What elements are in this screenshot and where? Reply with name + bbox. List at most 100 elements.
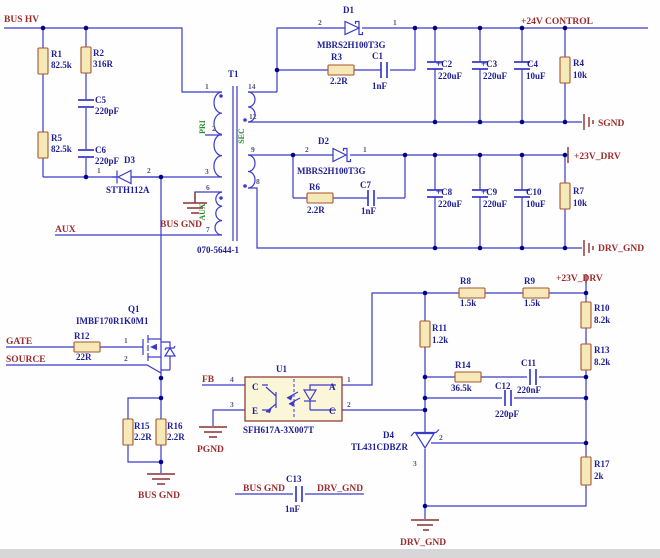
resistors — [37, 46, 592, 486]
diodes — [112, 20, 440, 450]
label-3: 3 — [205, 167, 209, 176]
label-10k: 10k — [573, 70, 587, 80]
label--23v-drv: +23V_DRV — [574, 152, 621, 162]
label-aux: AUX — [55, 225, 76, 235]
t1-phase-dot-aux — [219, 196, 223, 200]
wire-u1-pin1 — [342, 292, 425, 386]
label-6: 6 — [206, 183, 210, 192]
junction-dots — [40, 25, 589, 509]
u1-led-leads — [309, 384, 336, 411]
label--c3: +C3 — [481, 59, 498, 69]
label-1-5k: 1.5k — [460, 298, 476, 308]
label-r4: R4 — [573, 58, 584, 68]
cap-c11 — [529, 369, 537, 385]
label-gate: GATE — [6, 337, 32, 347]
label-r8: R8 — [460, 276, 471, 286]
label-2: 2 — [212, 124, 216, 133]
label-bus-gnd: BUS GND — [243, 484, 285, 494]
u1-light-arrowhead1 — [287, 395, 293, 401]
transformer-t1 — [213, 86, 256, 241]
label-r12: R12 — [74, 331, 90, 341]
t1-aux-winding — [214, 191, 223, 236]
resistor-r16 — [155, 418, 167, 446]
label-82-5k: 82.5k — [51, 60, 72, 70]
label-10uf: 10uF — [526, 71, 546, 81]
resistor-r14 — [454, 371, 482, 383]
label-source: SOURCE — [6, 355, 46, 365]
label-d4: D4 — [383, 430, 394, 440]
label-bus-gnd: BUS GND — [138, 491, 180, 501]
label-220uf: 220uF — [483, 199, 508, 209]
pgnd-symbol — [199, 426, 227, 438]
label-1: 1 — [347, 375, 351, 384]
label-1-2k: 1.2k — [432, 335, 448, 345]
label-aux: AUX — [198, 203, 207, 221]
label-2-2r: 2.2R — [167, 432, 185, 442]
labels-layer: BUS HV+24V CONTROLSGND+23V_DRVDRV_GNDAUX… — [4, 5, 644, 548]
cap-c13 — [295, 486, 303, 502]
cap-c9 — [472, 189, 488, 198]
diode-d4-tl431 — [410, 429, 440, 450]
label-r1: R1 — [51, 49, 62, 59]
bus-gnd-symbol-t1 — [183, 192, 207, 214]
label-d3: D3 — [124, 155, 135, 165]
label-2: 2 — [124, 354, 128, 363]
label-fb: FB — [202, 375, 215, 385]
label-3: 3 — [413, 459, 417, 468]
label-e: E — [252, 406, 258, 416]
label-14: 14 — [248, 82, 256, 91]
label-36-5k: 36.5k — [451, 383, 472, 393]
t1-sec1-winding — [247, 91, 256, 123]
label-c11: C11 — [521, 358, 537, 368]
label-drv-gnd: DRV_GND — [400, 538, 446, 548]
cap-c7 — [367, 190, 375, 206]
label-r5: R5 — [51, 133, 62, 143]
wire-r15-branch — [127, 397, 161, 419]
label-c7: C7 — [360, 180, 371, 190]
label--c8: +C8 — [436, 187, 453, 197]
resistor-r4 — [559, 56, 571, 84]
label-u1: U1 — [276, 364, 287, 374]
label--24v-control: +24V CONTROL — [521, 17, 593, 27]
label-220uf: 220uF — [438, 199, 463, 209]
label-q1: Q1 — [128, 304, 140, 314]
label-7: 7 — [206, 225, 210, 234]
label-220uf: 220uF — [483, 71, 508, 81]
label-d1: D1 — [343, 5, 354, 15]
resistor-r11 — [419, 320, 431, 348]
label-d2: D2 — [318, 136, 329, 146]
t1-phase-dot-pri — [219, 94, 223, 98]
label-316r: 316R — [93, 59, 114, 69]
label-4: 4 — [230, 375, 234, 384]
label-1: 1 — [205, 82, 209, 91]
u1-led-triangle — [302, 389, 318, 402]
label-2-2r: 2.2R — [307, 205, 325, 215]
label-r3: R3 — [331, 52, 342, 62]
label-8: 8 — [256, 177, 260, 186]
resistor-r5 — [37, 131, 49, 159]
label-1: 1 — [97, 166, 101, 175]
wire-snubber1 — [277, 28, 416, 71]
label-2: 2 — [147, 166, 151, 175]
resistor-r8 — [458, 287, 486, 299]
label-8-2k: 8.2k — [594, 357, 610, 367]
resistor-r3 — [327, 64, 355, 76]
u1-transistor — [262, 384, 277, 413]
label-2: 2 — [305, 145, 309, 154]
label-mbrs2h100t3g: MBRS2H100T3G — [297, 166, 366, 176]
label-1nf: 1nF — [285, 504, 301, 514]
label-r6: R6 — [309, 182, 320, 192]
label-drv-gnd: DRV_GND — [317, 484, 363, 494]
label-imbf170r1k0m1: IMBF170R1K0M1 — [76, 316, 149, 326]
resistor-r12 — [73, 341, 101, 353]
label-mbrs2h100t3g: MBRS2H100T3G — [317, 40, 386, 50]
label-1-5k: 1.5k — [524, 298, 540, 308]
label-2-2r: 2.2R — [134, 432, 152, 442]
label-3: 3 — [230, 400, 234, 409]
label--c9: +C9 — [481, 187, 498, 197]
cap-c5 — [78, 99, 94, 108]
label-82-5k: 82.5k — [51, 144, 72, 154]
resistor-r10 — [580, 301, 592, 329]
label-r2: R2 — [93, 48, 104, 58]
